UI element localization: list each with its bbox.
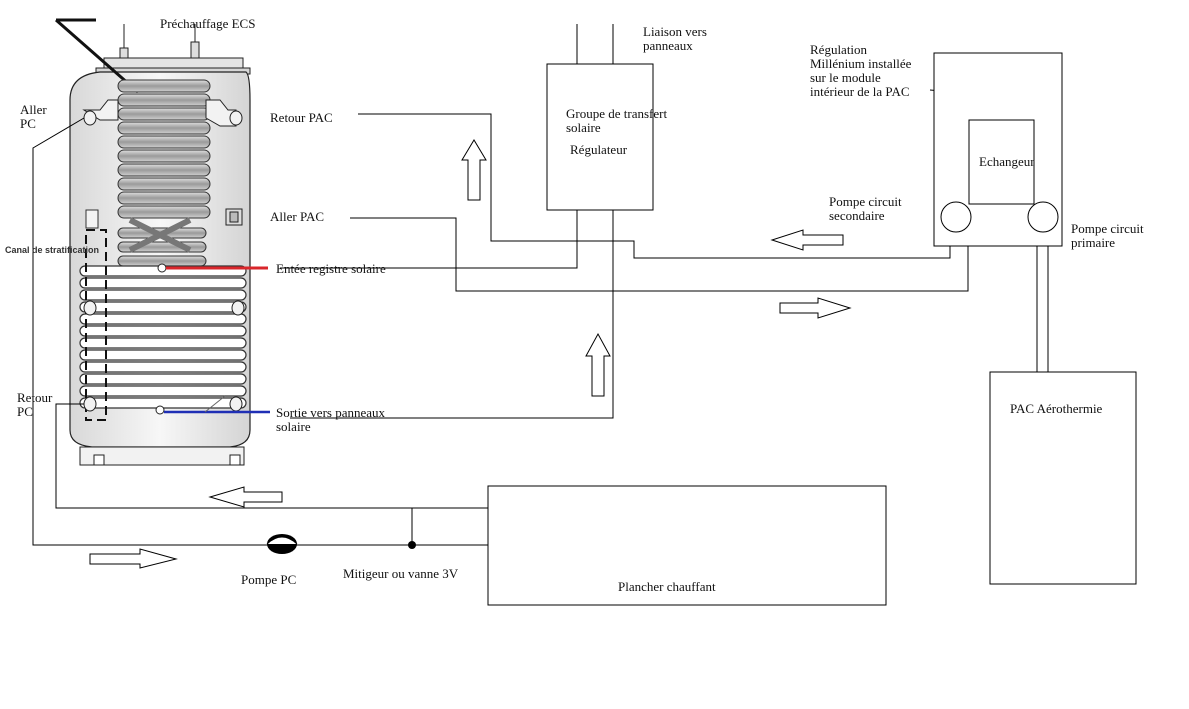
primary-pump-icon: [1027, 201, 1059, 233]
label-aller-pac: Aller PAC: [270, 209, 325, 224]
label-prechauffage: Préchauffage ECS: [160, 16, 256, 31]
label-pac: PAC Aérothermie: [1010, 401, 1103, 416]
label-echangeur: Echangeur: [979, 154, 1035, 169]
pac-aerothermie-box: [989, 371, 1137, 585]
channel-top-fitting: [85, 209, 99, 229]
tank-nozzles: [82, 99, 245, 412]
flow-arrow-left-1: [770, 229, 844, 251]
label-regulateur: Régulateur: [570, 142, 628, 157]
label-entree-solaire: Entée registre solaire: [276, 261, 386, 276]
label-liaison: Liaison vers panneaux: [643, 24, 707, 53]
flow-arrow-right-2: [89, 548, 178, 569]
label-pompe-secondaire: Pompe circuit secondaire: [829, 194, 902, 223]
label-canal-stratification: Canal de stratification: [5, 245, 100, 255]
solar-transfer-group-box: [546, 63, 654, 211]
flow-arrows: [89, 139, 852, 569]
flow-arrow-up-2: [585, 332, 611, 397]
label-retour-pac: Retour PAC: [270, 110, 333, 125]
label-mitigeur: Mitigeur ou vanne 3V: [343, 566, 459, 581]
secondary-pump-icon: [940, 201, 972, 233]
exchanger-box: [968, 119, 1035, 205]
flow-arrow-left-2: [208, 486, 283, 508]
underfloor-heating-box: [487, 485, 887, 606]
label-plancher: Plancher chauffant: [618, 579, 716, 594]
label-pompe-primaire: Pompe circuit primaire: [1071, 221, 1144, 250]
piping: [32, 24, 1049, 546]
flow-arrow-up-1: [461, 139, 487, 201]
label-retour-pc: Retour PC: [17, 390, 53, 419]
flow-arrow-right-1: [779, 297, 852, 319]
label-groupe-transfert: Groupe de transfert solaire: [566, 106, 668, 135]
stratification-channel: [85, 229, 107, 421]
label-regulation: Régulation Millénium installée sur le mo…: [810, 42, 912, 99]
mixing-valve-icon: [408, 541, 416, 549]
label-sortie-solaire: Sortie vers panneaux solaire: [276, 405, 386, 434]
label-pompe-pc: Pompe PC: [241, 572, 297, 587]
solar-coil: [79, 265, 247, 409]
label-aller-pc: Aller PC: [20, 102, 47, 131]
pac-coil: [117, 79, 211, 267]
